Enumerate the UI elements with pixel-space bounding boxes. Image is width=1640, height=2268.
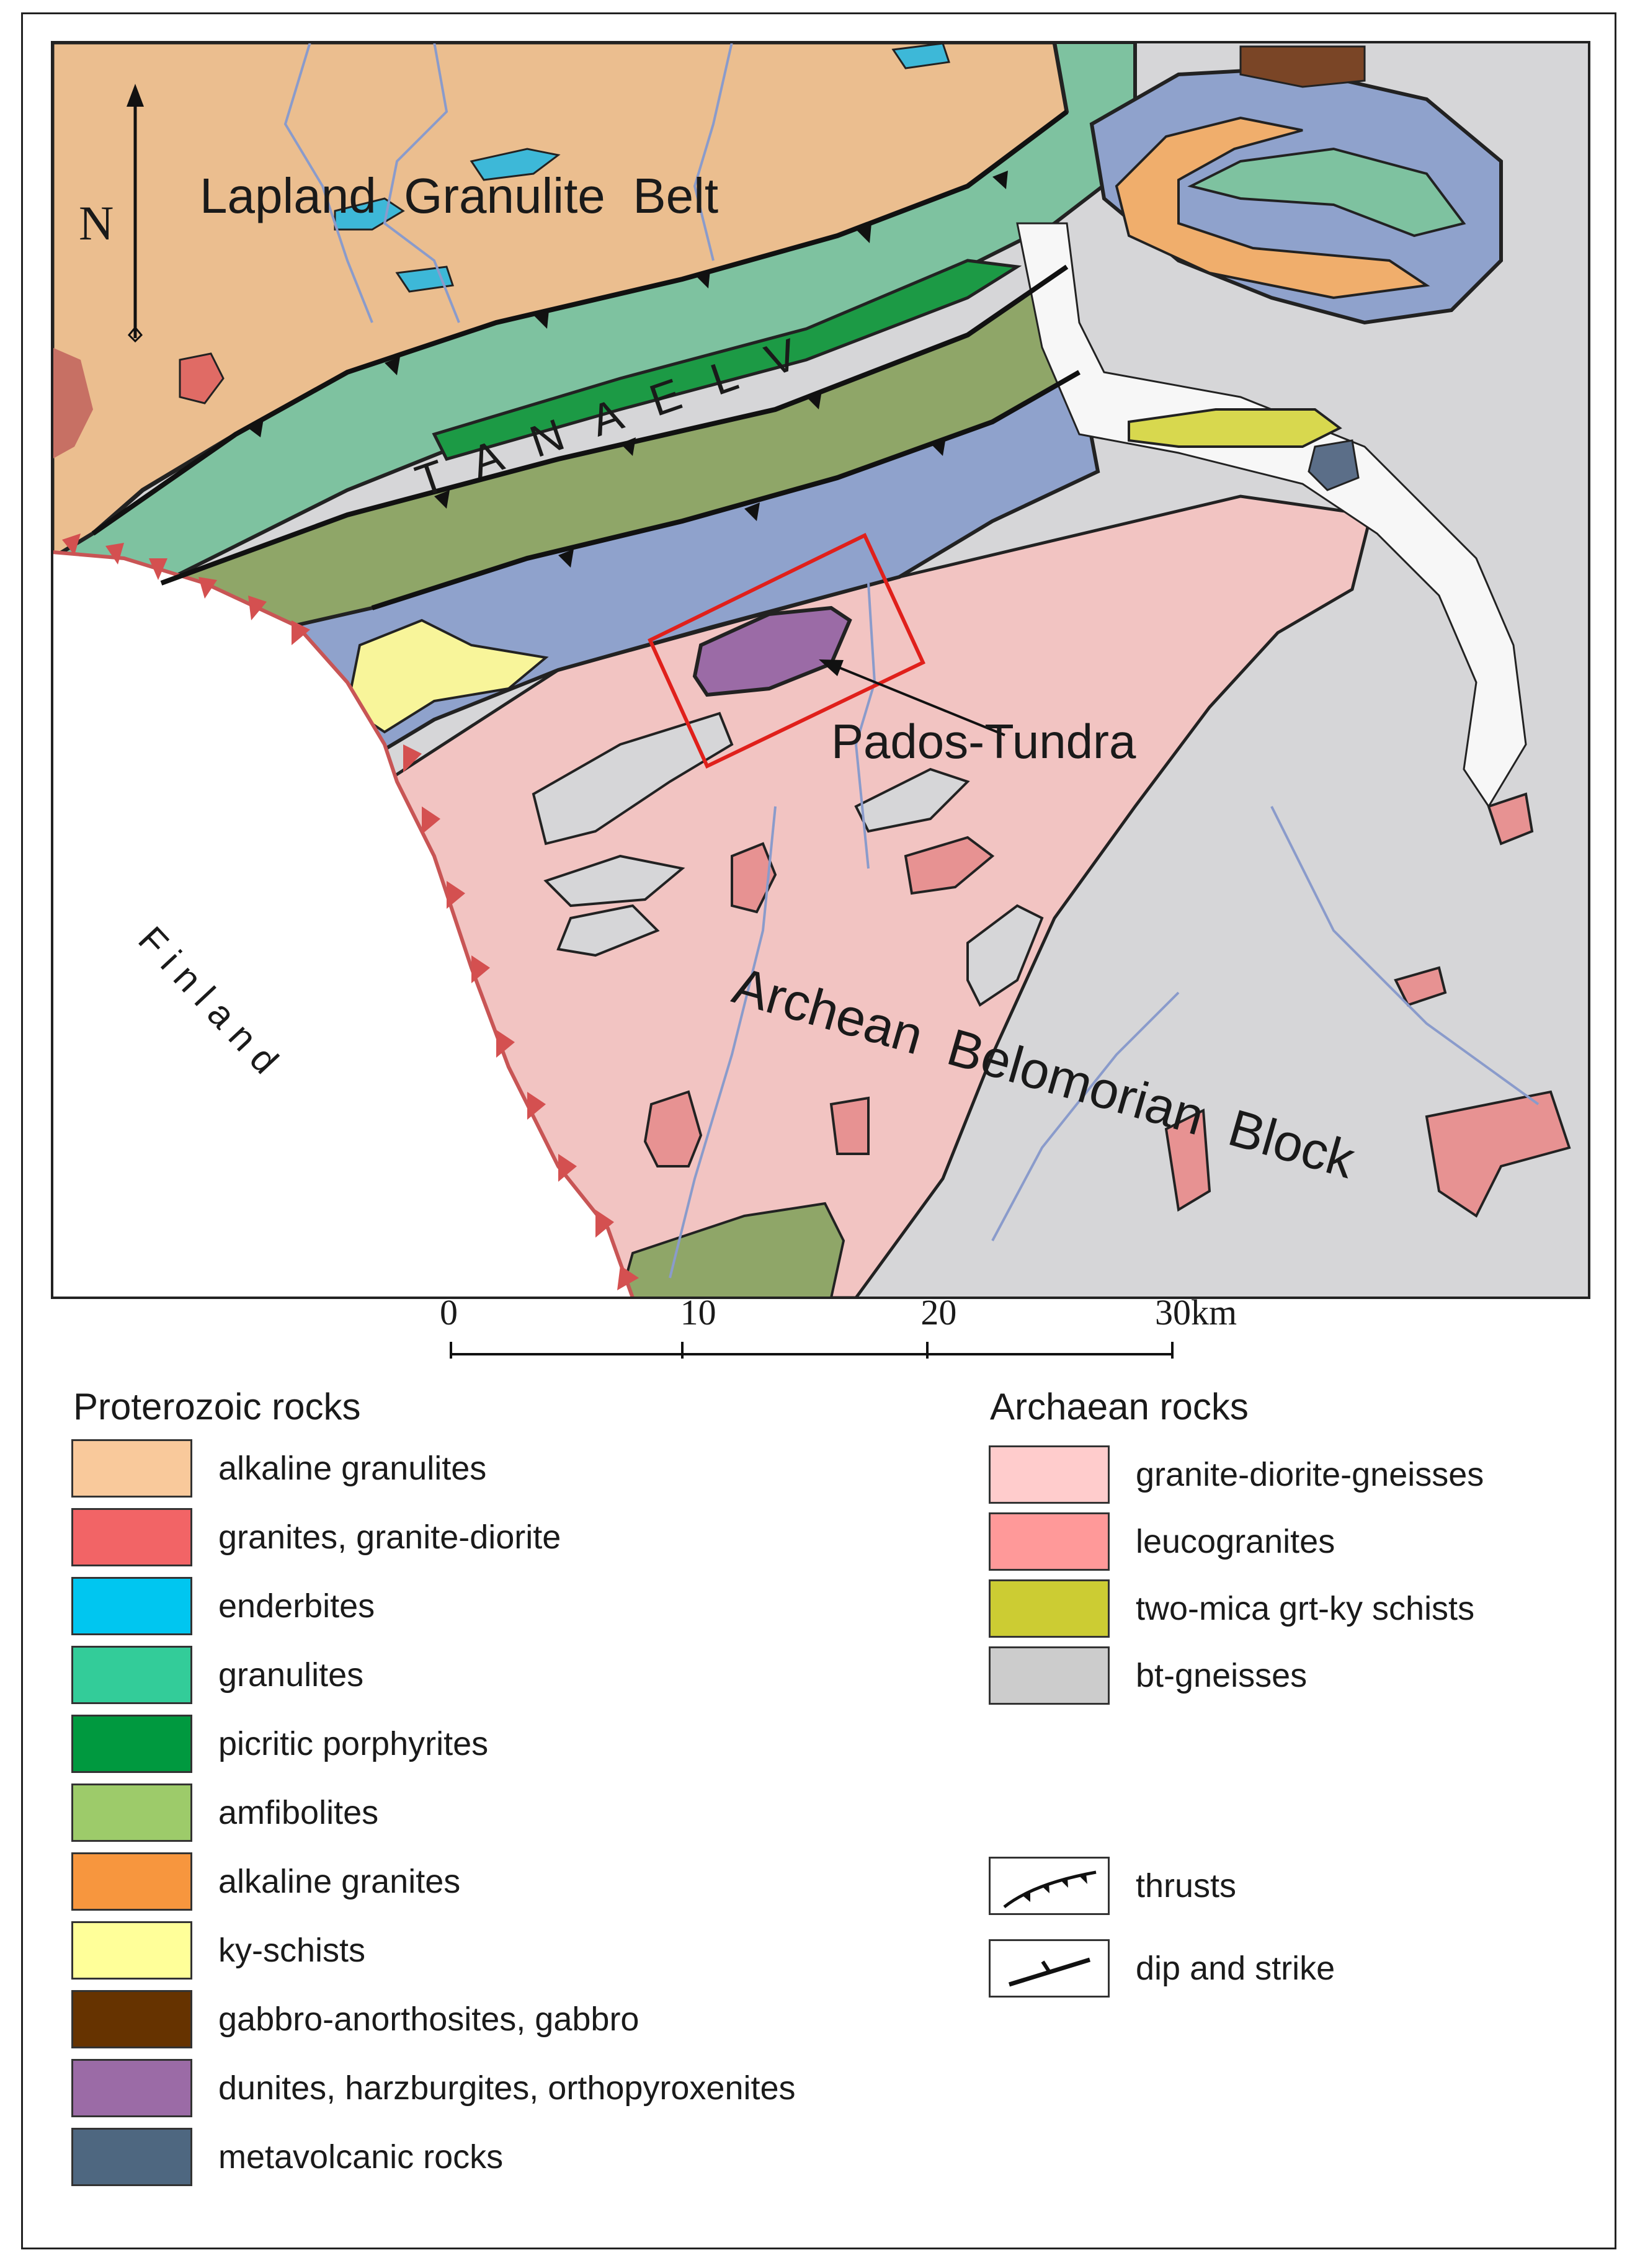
legend-label: granites, granite-diorite <box>218 1519 561 1556</box>
metavolcanic-body <box>1308 439 1360 491</box>
proterozoic-legend-row: dunites, harzburgites, orthopyroxenites <box>71 2059 796 2117</box>
scale-tick-label: 0 <box>440 1292 458 1333</box>
proterozoic-legend-row: amfibolites <box>71 1784 378 1842</box>
legend-swatch <box>71 2128 192 2186</box>
legend-label: picritic porphyrites <box>218 1725 489 1762</box>
proterozoic-legend-row: enderbites <box>71 1577 375 1635</box>
legend-label: leucogranites <box>1136 1523 1335 1560</box>
north-arrow-head-icon <box>127 84 144 107</box>
legend-label: alkaline granites <box>218 1863 461 1900</box>
legend-swatch <box>71 1508 192 1566</box>
legend-label: granulites <box>218 1656 364 1694</box>
picritic-band <box>432 259 1022 461</box>
proterozoic-legend-row: gabbro-anorthosites, gabbro <box>71 1990 639 2048</box>
pados-tundra-arrowhead-icon <box>819 659 844 676</box>
finland-region <box>52 552 633 1298</box>
granite-blob <box>179 352 225 404</box>
legend-label: amfibolites <box>218 1794 379 1831</box>
dip-strike-icon <box>989 1939 1110 1998</box>
legend-label: alkaline granulites <box>218 1450 487 1487</box>
legend-swatch <box>71 1439 192 1498</box>
legend-swatch <box>989 1646 1110 1705</box>
archaean-legend-row: bt-gneisses <box>989 1646 1307 1705</box>
legend-label-dip-strike: dip and strike <box>1136 1950 1335 1987</box>
two-mica-lens <box>1128 408 1342 448</box>
ne-fold-green <box>1187 147 1466 238</box>
legend-swatch <box>71 2059 192 2117</box>
legend-row-thrusts: thrusts <box>989 1857 1236 1915</box>
legend-swatch <box>989 1512 1110 1571</box>
legend-swatch <box>71 1715 192 1773</box>
legend-label: granite-diorite-gneisses <box>1136 1456 1484 1493</box>
legend-swatch <box>71 1852 192 1911</box>
legend-swatch <box>989 1579 1110 1638</box>
archaean-legend-row: two-mica grt-ky schists <box>989 1579 1474 1638</box>
legend-label: metavolcanic rocks <box>218 2138 504 2176</box>
legend-swatch <box>989 1445 1110 1504</box>
scale-tick-label: 20 <box>920 1292 957 1333</box>
scale-bar <box>450 1342 1174 1359</box>
border-triangles <box>62 534 639 1290</box>
proterozoic-legend-row: ky-schists <box>71 1921 365 1980</box>
map-area <box>52 42 1589 1298</box>
archaean-legend-row: leucogranites <box>989 1512 1335 1571</box>
legend-label: two-mica grt-ky schists <box>1136 1590 1475 1627</box>
proterozoic-legend-row: alkaline granites <box>71 1852 460 1911</box>
thrust-teeth <box>248 171 1008 568</box>
legend-swatch <box>71 1921 192 1980</box>
compass-label: N <box>79 196 114 250</box>
legend-swatch <box>71 1990 192 2048</box>
archaean-legend-title: Archaean rocks <box>990 1386 1249 1427</box>
legend-label: dunites, harzburgites, orthopyroxenites <box>218 2069 796 2107</box>
scale-tick-label: 30km <box>1155 1292 1237 1333</box>
legend-label: ky-schists <box>218 1932 366 1969</box>
pados-tundra-label: Pados-Tundra <box>831 714 1136 769</box>
ne-fold-orange <box>1115 116 1430 300</box>
thrust-lines <box>91 109 1081 610</box>
proterozoic-legend-row: picritic porphyrites <box>71 1715 488 1773</box>
archaean-legend-row: granite-diorite-gneisses <box>989 1445 1484 1504</box>
gabbro-body <box>1239 45 1366 88</box>
bottom-amfibolite <box>618 1202 845 1298</box>
map-border <box>51 41 1590 1299</box>
leucogranite-bodies <box>643 792 1571 1218</box>
white-river <box>1016 222 1527 808</box>
legend-swatch <box>71 1646 192 1704</box>
proterozoic-legend-row: metavolcanic rocks <box>71 2128 503 2186</box>
west-red-blob <box>52 347 93 459</box>
north-arrow-tail-icon <box>127 326 143 343</box>
legend-label: enderbites <box>218 1587 375 1625</box>
proterozoic-legend-title: Proterozoic rocks <box>73 1386 361 1427</box>
legend-swatch <box>71 1784 192 1842</box>
legend-label: bt-gneisses <box>1136 1657 1308 1694</box>
bt-gneiss-inliers <box>532 712 1044 1007</box>
legend-label: gabbro-anorthosites, gabbro <box>218 2001 640 2038</box>
legend-label-thrusts: thrusts <box>1136 1867 1237 1904</box>
proterozoic-legend-row: granites, granite-diorite <box>71 1508 561 1566</box>
pados-tundra-highlight-box <box>648 532 925 769</box>
rivers <box>283 42 1540 1279</box>
thrust-line-icon <box>989 1857 1110 1915</box>
legend-swatch <box>71 1577 192 1635</box>
proterozoic-legend-row: granulites <box>71 1646 363 1704</box>
granulite-belt-label: Lapland Granulite Belt <box>200 168 719 223</box>
pados-tundra-arrow <box>823 660 1005 736</box>
legend-row-dip-strike: dip and strike <box>989 1939 1335 1998</box>
scale-tick-label: 10 <box>680 1292 716 1333</box>
proterozoic-legend-row: alkaline granulites <box>71 1439 486 1498</box>
